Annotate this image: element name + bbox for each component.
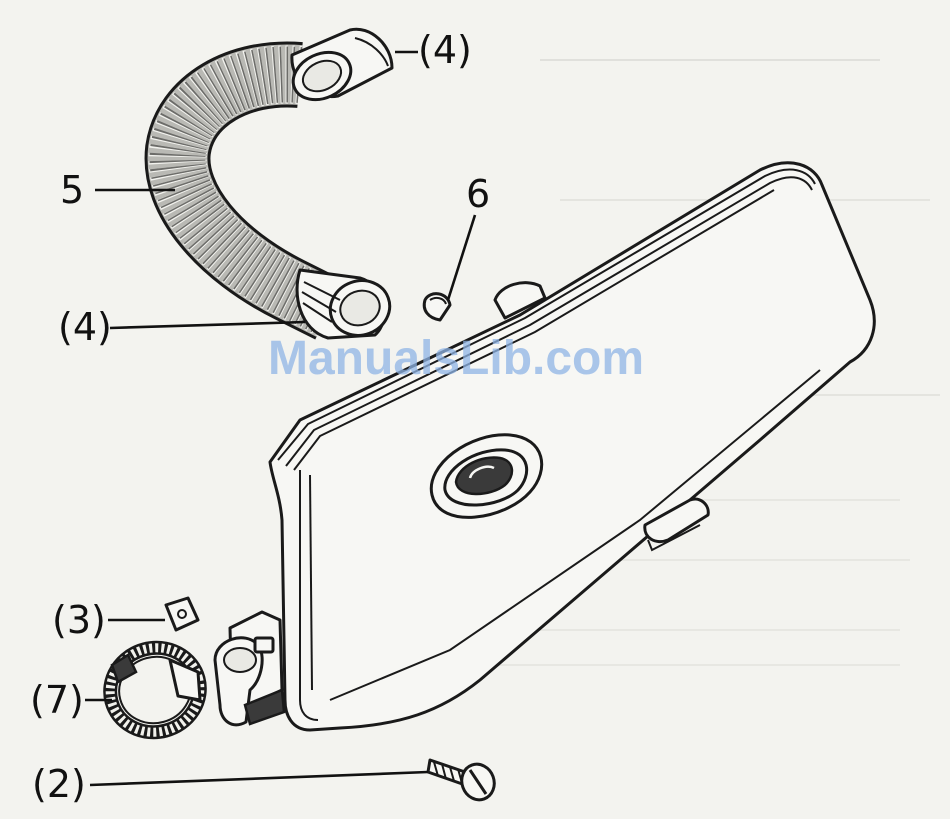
label-hose: 5: [60, 168, 84, 212]
hose-end-top: [286, 29, 392, 108]
screw: [428, 760, 499, 805]
label-clamp: (7): [30, 678, 84, 722]
mounting-bracket: [215, 612, 284, 725]
label-nut: (3): [52, 598, 106, 642]
grommet-plug: [424, 294, 450, 320]
label-screw: (2): [32, 762, 86, 806]
label-grommet: 6: [466, 172, 490, 216]
tank-body: [270, 163, 874, 730]
watermark: ManualsLib.com: [268, 332, 644, 385]
square-nut: [166, 598, 198, 630]
label-hose-end-bottom: (4): [58, 305, 112, 349]
label-hose-end-top: (4): [418, 28, 472, 72]
hose-clamp: [101, 638, 210, 742]
